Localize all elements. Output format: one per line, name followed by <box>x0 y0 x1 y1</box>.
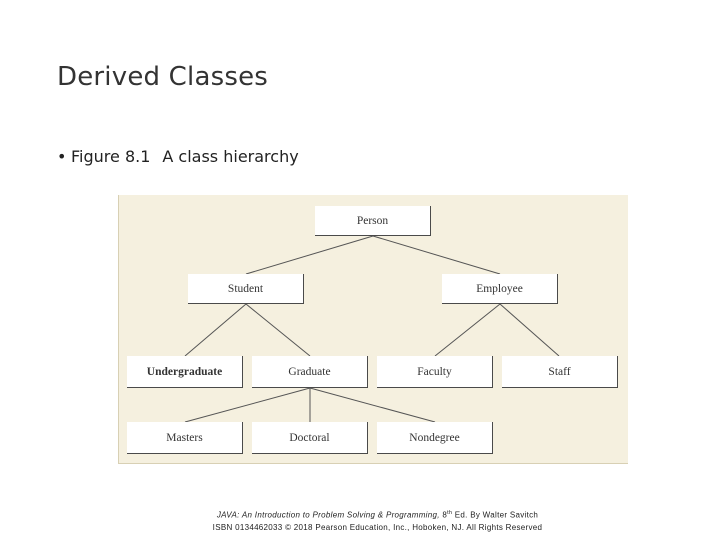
node-staff: Staff <box>502 356 618 388</box>
figure-label: Figure 8.1 <box>71 147 151 166</box>
edge-student-undergraduate <box>184 303 247 357</box>
node-masters: Masters <box>127 422 243 454</box>
footer-edition-suffix: th <box>447 510 453 516</box>
footer-citation: JAVA: An Introduction to Problem Solving… <box>0 507 720 534</box>
footer-author: Ed. By Walter Savitch <box>454 510 539 520</box>
connector-lines <box>184 235 560 423</box>
node-student: Student <box>188 274 304 304</box>
figure-caption: A class hierarchy <box>162 147 299 166</box>
edge-employee-faculty <box>434 303 501 357</box>
bullet-item: •Figure 8.1 A class hierarchy <box>57 147 299 166</box>
slide-title: Derived Classes <box>57 62 269 92</box>
edge-employee-staff <box>499 303 560 357</box>
footer-edition-number: 8 <box>442 510 448 520</box>
node-graduate: Graduate <box>252 356 368 388</box>
footer-line-1: JAVA: An Introduction to Problem Solving… <box>0 507 720 522</box>
edge-graduate-masters <box>184 387 311 423</box>
node-employee: Employee <box>442 274 558 304</box>
edge-graduate-nondegree <box>309 387 436 423</box>
edge-person-student <box>245 235 374 275</box>
node-doctoral: Doctoral <box>252 422 368 454</box>
node-undergraduate: Undergraduate <box>127 356 243 388</box>
footer-line-2: ISBN 0134462033 © 2018 Pearson Education… <box>212 522 543 532</box>
class-hierarchy-diagram: Person Student Employee Undergraduate Gr… <box>118 195 628 464</box>
footer-book-title: JAVA: An Introduction to Problem Solving… <box>216 510 440 520</box>
node-faculty: Faculty <box>377 356 493 388</box>
edge-person-employee <box>372 235 501 275</box>
edge-student-graduate <box>245 303 311 357</box>
node-person: Person <box>315 206 431 236</box>
node-nondegree: Nondegree <box>377 422 493 454</box>
bullet-marker: • <box>57 147 67 166</box>
